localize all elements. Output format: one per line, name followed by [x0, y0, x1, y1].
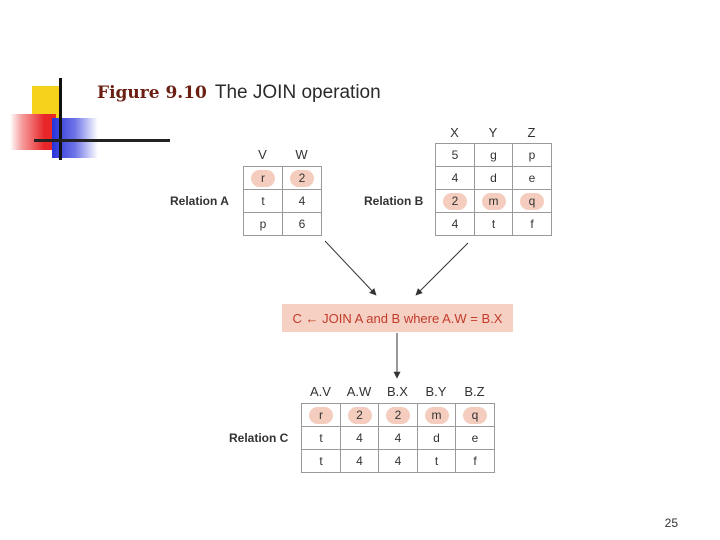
table-cell: m [417, 403, 456, 427]
highlighted-value: r [309, 406, 333, 424]
table-row: t 4 4 t f [301, 449, 495, 473]
table-cell: f [512, 212, 552, 236]
table-cell: 2 [378, 403, 418, 427]
table-cell: 6 [282, 212, 322, 236]
relation-a-headers: V W [243, 147, 321, 162]
column-header: V [258, 147, 267, 162]
column-header: B.X [387, 384, 408, 399]
table-cell: t [301, 426, 341, 450]
highlighted-value: q [463, 406, 487, 424]
page-number: 25 [664, 516, 678, 530]
table-row: 5 g p [435, 143, 552, 167]
table-cell: 5 [435, 143, 475, 167]
table-cell: q [455, 403, 495, 427]
relation-b-table: 5 g p 4 d e 2 m q 4 t f [435, 143, 552, 236]
highlighted-value: 2 [290, 169, 314, 187]
table-cell: 4 [340, 426, 379, 450]
table-cell: 4 [378, 449, 418, 473]
column-header: A.W [346, 384, 372, 399]
table-cell: 4 [340, 449, 379, 473]
table-cell: 2 [282, 166, 322, 190]
highlighted-value: r [251, 169, 275, 187]
decor-vertical-line [59, 78, 62, 160]
highlighted-value: m [481, 192, 506, 210]
table-cell: 2 [340, 403, 379, 427]
decor-horizontal-line [34, 139, 170, 142]
highlighted-value: m [424, 406, 449, 424]
relation-a-table: r 2 t 4 p 6 [243, 166, 322, 236]
highlighted-value: 2 [386, 406, 410, 424]
figure-title: Figure 9.10 The JOIN operation [97, 82, 381, 104]
table-row: p 6 [243, 212, 322, 236]
relation-b-label: Relation B [364, 194, 424, 208]
figure-number: Figure 9.10 [97, 83, 207, 103]
join-operation-box: C ← JOIN A and B where A.W = B.X [282, 304, 513, 332]
table-cell: f [455, 449, 495, 473]
table-cell: 4 [378, 426, 418, 450]
decor-red-block [10, 114, 56, 150]
table-cell: e [512, 166, 552, 190]
column-header: B.Z [464, 384, 485, 399]
table-cell: d [417, 426, 456, 450]
figure-caption: The JOIN operation [214, 82, 381, 103]
column-header: B.Y [425, 384, 447, 399]
column-header: W [295, 147, 308, 162]
table-cell: 2 [435, 189, 475, 213]
column-header: A.V [310, 384, 331, 399]
relation-c-table: r 2 2 m q t 4 4 d e t 4 4 t f [301, 403, 495, 473]
table-cell: t [301, 449, 341, 473]
table-cell: e [455, 426, 495, 450]
table-row: t 4 4 d e [301, 426, 495, 450]
arrow-from-relation-b [415, 242, 469, 296]
highlighted-value: q [520, 192, 544, 210]
table-cell: t [417, 449, 456, 473]
relation-c-label: Relation C [229, 431, 289, 445]
table-row: r 2 2 m q [301, 403, 495, 427]
table-cell: m [474, 189, 513, 213]
column-header: X [450, 125, 459, 140]
relation-c-headers: A.V A.W B.X B.Y B.Z [301, 384, 494, 399]
table-row: 2 m q [435, 189, 552, 213]
column-header: Y [488, 125, 498, 140]
highlighted-value: 2 [347, 406, 372, 424]
relation-a-label: Relation A [170, 194, 229, 208]
arrow-from-relation-a [324, 240, 377, 296]
relation-b-headers: X Y Z [435, 125, 551, 140]
column-header: Z [527, 125, 536, 140]
highlighted-value: 2 [443, 192, 467, 210]
table-cell: p [512, 143, 552, 167]
table-cell: q [512, 189, 552, 213]
table-cell: r [301, 403, 341, 427]
table-row: 4 t f [435, 212, 552, 236]
